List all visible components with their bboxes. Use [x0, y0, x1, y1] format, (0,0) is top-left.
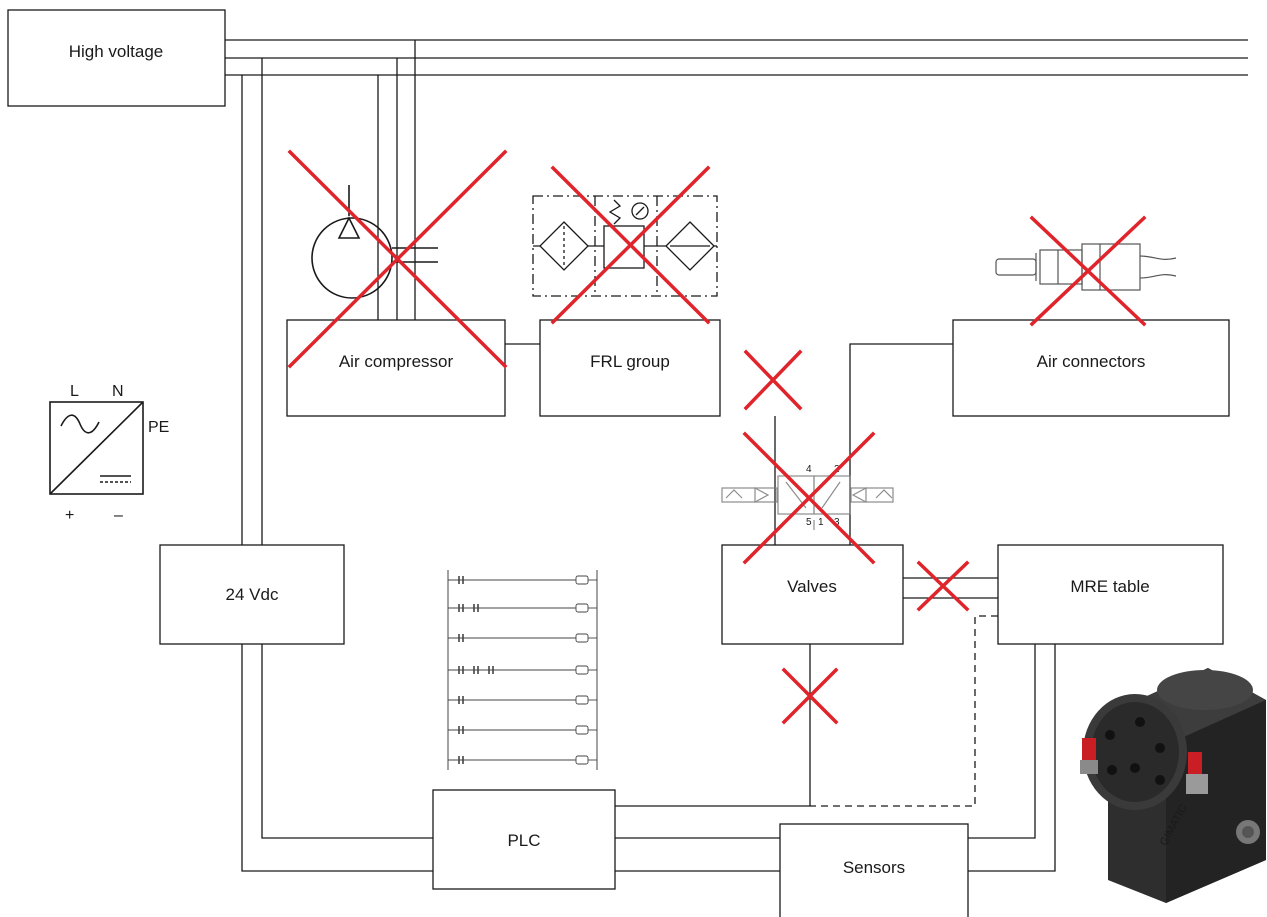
- air-connectors-label: Air connectors: [1037, 352, 1146, 371]
- power-supply-labels: L N PE + –: [65, 383, 169, 524]
- cross-frl-icon: [550, 165, 711, 325]
- rotary-table-photo: GIMATIC: [1080, 668, 1266, 903]
- power-l-label: L: [70, 383, 79, 400]
- high-voltage-block: [7, 9, 226, 107]
- plc-block: [432, 789, 616, 890]
- valve-port-5: 5: [806, 517, 812, 528]
- frl-group-block: [539, 319, 721, 417]
- power-n-label: N: [112, 383, 124, 400]
- block-labels: High voltage Air compressor FRL group Ai…: [69, 42, 1150, 877]
- plc-label: PLC: [507, 831, 540, 850]
- valve-port-3: 3: [834, 517, 840, 528]
- sensors-label: Sensors: [843, 858, 905, 877]
- air-compressor-label: Air compressor: [339, 352, 454, 371]
- frl-group-label: FRL group: [590, 352, 670, 371]
- power-minus-label: –: [114, 507, 123, 524]
- valves-label: Valves: [787, 577, 837, 596]
- frl-symbol-icon: [532, 195, 718, 297]
- supply-24vdc-block: [159, 544, 345, 645]
- cross-air-connector-icon: [1029, 215, 1147, 327]
- air-compressor-block: [286, 319, 506, 417]
- cross-valves-icon: [742, 431, 876, 565]
- wire-psu-plc-2: [241, 644, 433, 872]
- high-voltage-label: High voltage: [69, 42, 164, 61]
- mre-table-label: MRE table: [1070, 577, 1149, 596]
- cross-valves-plc-icon: [781, 667, 839, 725]
- air-connectors-valves: [849, 343, 953, 545]
- cross-compressor-icon: [287, 149, 508, 369]
- power-plus-label: +: [65, 507, 74, 524]
- wire-psu-plc-1: [261, 644, 433, 839]
- sensors-block: [779, 823, 969, 917]
- wire-mre-sensors-2: [968, 644, 1056, 872]
- supply-24vdc-label: 24 Vdc: [226, 585, 279, 604]
- crosses: [287, 149, 1147, 725]
- valve-port-1: 1: [818, 517, 824, 528]
- wire-valves-plc: [615, 644, 811, 807]
- mre-table-block: [997, 544, 1224, 645]
- blocks: [7, 9, 1230, 917]
- valve-port-4: 4: [806, 464, 812, 475]
- wires: [225, 39, 1248, 872]
- air-connectors-block: [952, 319, 1230, 417]
- power-supply-icon: [49, 401, 144, 495]
- wire-mre-sensors-1: [968, 644, 1036, 839]
- ladder-logic-icon: [447, 570, 598, 770]
- power-pe-label: PE: [148, 419, 169, 436]
- cross-valves-mre-icon: [916, 560, 970, 612]
- air-connector-icon: [995, 243, 1177, 291]
- cross-frl-valves-icon: [743, 349, 803, 411]
